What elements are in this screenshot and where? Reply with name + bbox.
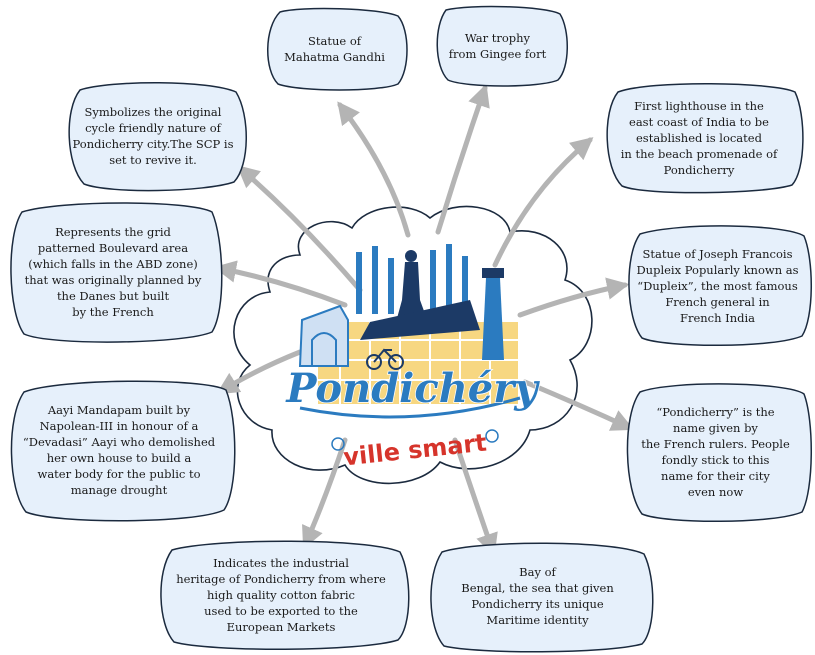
- bubble-shape-gandhi: [267, 7, 408, 91]
- arrow-to-lighthouse: [492, 137, 594, 268]
- gandhi-statue-head: [405, 250, 417, 262]
- callout-gandhi-statue: Statue of Mahatma Gandhi: [284, 34, 385, 64]
- bubble-shape-name: [626, 383, 812, 523]
- bubble-shape-lighthouse: [606, 83, 804, 194]
- arrow-to-cycle: [236, 165, 363, 293]
- arrow-to-grid: [213, 260, 348, 308]
- bubble-shape-cycle: [68, 81, 247, 192]
- arrow-to-dupleix: [517, 277, 630, 318]
- arrow-to-name: [522, 379, 635, 431]
- bubble-shape-cotton: [160, 540, 410, 650]
- arrow-to-gandhi: [337, 101, 411, 238]
- callout-war-trophy: War trophy from Gingee fort: [448, 31, 547, 61]
- callout-cotton-heritage: Indicates the industrial heritage of Pon…: [176, 556, 386, 634]
- logo-swoosh: [299, 396, 521, 419]
- bubble-shape-bay: [430, 542, 654, 653]
- arrow-to-cotton: [302, 437, 348, 550]
- gandhi-statue: [396, 262, 428, 322]
- logo-title: Pondichéry: [285, 365, 540, 412]
- leaf-icon: [331, 429, 499, 451]
- bicycle: [366, 348, 404, 370]
- connector-arrows: [213, 83, 635, 557]
- callout-grid-boulevard: Represents the grid patterned Boulevard …: [24, 225, 202, 319]
- aayi-mandapam-arch: [311, 332, 337, 366]
- callout-lighthouse: First lighthouse in the east coast of In…: [620, 99, 778, 177]
- callout-pondicherry-name: “Pondicherry” is the name given by the F…: [641, 405, 790, 499]
- callout-cycle: Symbolizes the original cycle friendly n…: [72, 105, 234, 167]
- gandhi-statue-pillars: [356, 244, 468, 314]
- bubble-shape-grid: [10, 202, 223, 343]
- callout-shapes: [10, 5, 813, 653]
- lighthouse-top: [482, 268, 504, 278]
- arrow-to-bay: [452, 437, 498, 557]
- lighthouse: [482, 278, 504, 360]
- bubble-shape-aayi: [10, 380, 236, 522]
- arrow-to-trophy: [435, 83, 490, 235]
- arrow-to-aayi: [216, 349, 303, 395]
- callout-aayi-mandapam: Aayi Mandapam built by Napolean-III in h…: [22, 403, 216, 497]
- bubble-shape-trophy: [436, 5, 568, 87]
- callout-bay-of-bengal: Bay of Bengal, the sea that given Pondic…: [461, 565, 614, 627]
- statue-plinth: [360, 300, 480, 340]
- callout-dupleix-statue: Statue of Joseph Francois Dupleix Popula…: [636, 247, 799, 325]
- bubble-shape-dupleix: [628, 225, 813, 347]
